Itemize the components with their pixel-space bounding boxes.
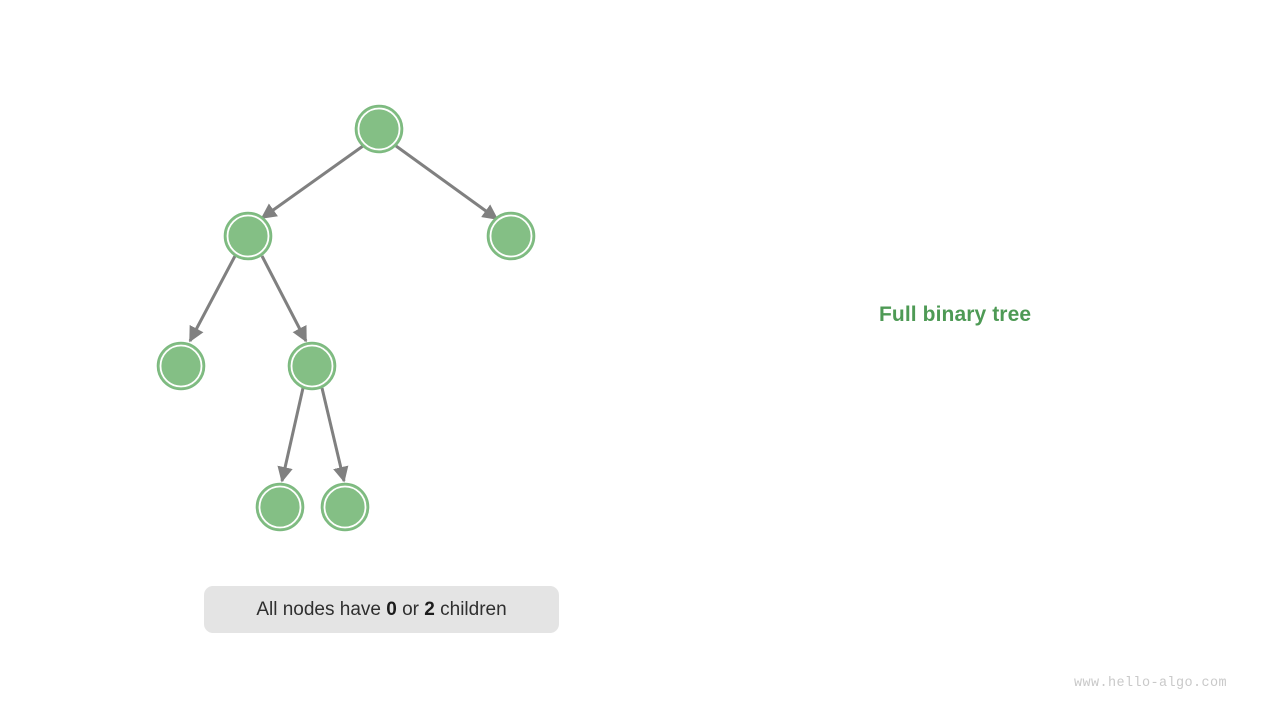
tree-edges bbox=[188, 144, 499, 483]
tree-node-level1-right[interactable] bbox=[486, 211, 536, 261]
caption-bold-zero: 0 bbox=[386, 598, 397, 620]
caption-text: All nodes have 0 or 2 children bbox=[256, 599, 506, 621]
tree-node-level2-left[interactable] bbox=[156, 341, 206, 391]
caption-suffix: children bbox=[434, 598, 507, 620]
caption-middle: or bbox=[396, 598, 425, 620]
edge-root-to-right bbox=[395, 144, 499, 221]
watermark: www.hello-algo.com bbox=[1074, 676, 1228, 691]
tree-node-level3-left[interactable] bbox=[255, 482, 305, 532]
edge-leftright-to-leftchild bbox=[277, 387, 305, 483]
edge-left-to-leftright bbox=[260, 255, 308, 343]
caption-bold-two: 2 bbox=[424, 598, 435, 620]
edge-left-to-leftleft bbox=[188, 255, 237, 343]
tree-node-root[interactable] bbox=[354, 104, 404, 154]
tree-node-level3-right[interactable] bbox=[320, 482, 370, 532]
tree-node-level2-right[interactable] bbox=[287, 341, 337, 391]
diagram-title: Full binary tree bbox=[879, 303, 1032, 326]
edge-root-to-left bbox=[260, 144, 364, 220]
caption-box: All nodes have 0 or 2 children bbox=[204, 586, 559, 633]
tree-node-level1-left[interactable] bbox=[223, 211, 273, 261]
tree-nodes bbox=[156, 104, 536, 532]
edge-leftright-to-rightchild bbox=[320, 387, 349, 483]
caption-prefix: All nodes have bbox=[256, 598, 387, 620]
